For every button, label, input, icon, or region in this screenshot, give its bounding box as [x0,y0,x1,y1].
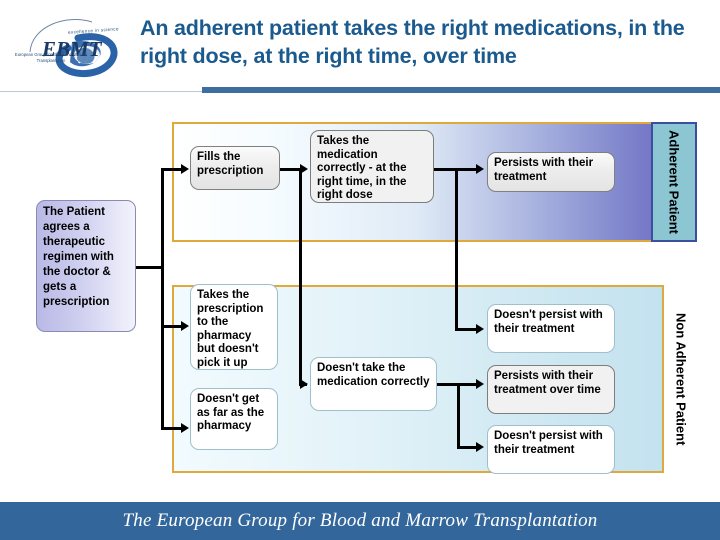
node-start-patient[interactable]: The Patient agrees a therapeutic regimen… [36,200,136,332]
arrow-to-pharmacy [181,321,189,331]
arrow-to-persists [476,164,484,174]
header-accent-bar [202,87,720,93]
node-takes-medication-correctly[interactable]: Takes the medication correctly - at the … [310,130,434,203]
ebmt-logo-icon: excellence in science EBMT European Grou… [8,8,128,84]
connector-start-spine [161,168,164,430]
node-prescription-to-pharmacy[interactable]: Takes the prescription to the pharmacy b… [190,284,278,370]
connector-to-persists [455,168,477,171]
connector-to-persist-over [457,383,477,386]
connector-takes-spine [455,168,458,331]
connector-to-notpersist1 [455,328,477,331]
arrow-to-notpersist1 [476,324,484,334]
arrow-to-persist-over [476,379,484,389]
arrow-to-doesnt-take [300,379,308,389]
connector-fills-spine [299,168,302,385]
label-adherent-patient: Adherent Patient [651,122,697,242]
connector-doesnt-take-spine [457,383,460,449]
connector-fills-stem [280,168,302,171]
arrow-to-notpersist2 [476,442,484,452]
arrow-to-notfar [181,423,189,433]
node-doesnt-persist-1[interactable]: Doesn't persist with their treatment [487,304,615,353]
connector-to-fills [161,168,183,171]
node-not-as-far-as-pharmacy[interactable]: Doesn't get as far as the pharmacy [190,388,278,450]
label-non-adherent-patient: Non Adherent Patient [673,312,689,446]
logo-wordmark: EBMT [42,37,102,61]
logo-subtitle: European Group for Blood and Marrow Tran… [14,52,88,63]
node-fills-prescription[interactable]: Fills the prescription [190,146,280,190]
connector-doesnt-take-stem [437,383,459,386]
connector-to-notfar [161,427,183,430]
arrow-to-takes-correct [300,164,308,174]
node-doesnt-take-medication[interactable]: Doesn't take the medication correctly [310,357,437,411]
header-divider [0,91,202,92]
flow-diagram: The Patient agrees a therapeutic regimen… [0,100,720,500]
slide-footer: The European Group for Blood and Marrow … [0,502,720,540]
connector-to-notpersist2 [457,446,477,449]
node-doesnt-persist-2[interactable]: Doesn't persist with their treatment [487,425,615,474]
node-persists-over-time[interactable]: Persists with their treatment over time [487,365,615,414]
page-title: An adherent patient takes the right medi… [140,16,685,68]
connector-to-pharmacy [161,325,183,328]
connector-takes-stem [434,168,456,171]
connector-start-stem [136,266,164,269]
node-persists-with-treatment[interactable]: Persists with their treatment [487,152,615,192]
slide-header: excellence in science EBMT European Grou… [0,0,720,93]
footer-text: The European Group for Blood and Marrow … [122,510,598,531]
arrow-to-fills [181,164,189,174]
